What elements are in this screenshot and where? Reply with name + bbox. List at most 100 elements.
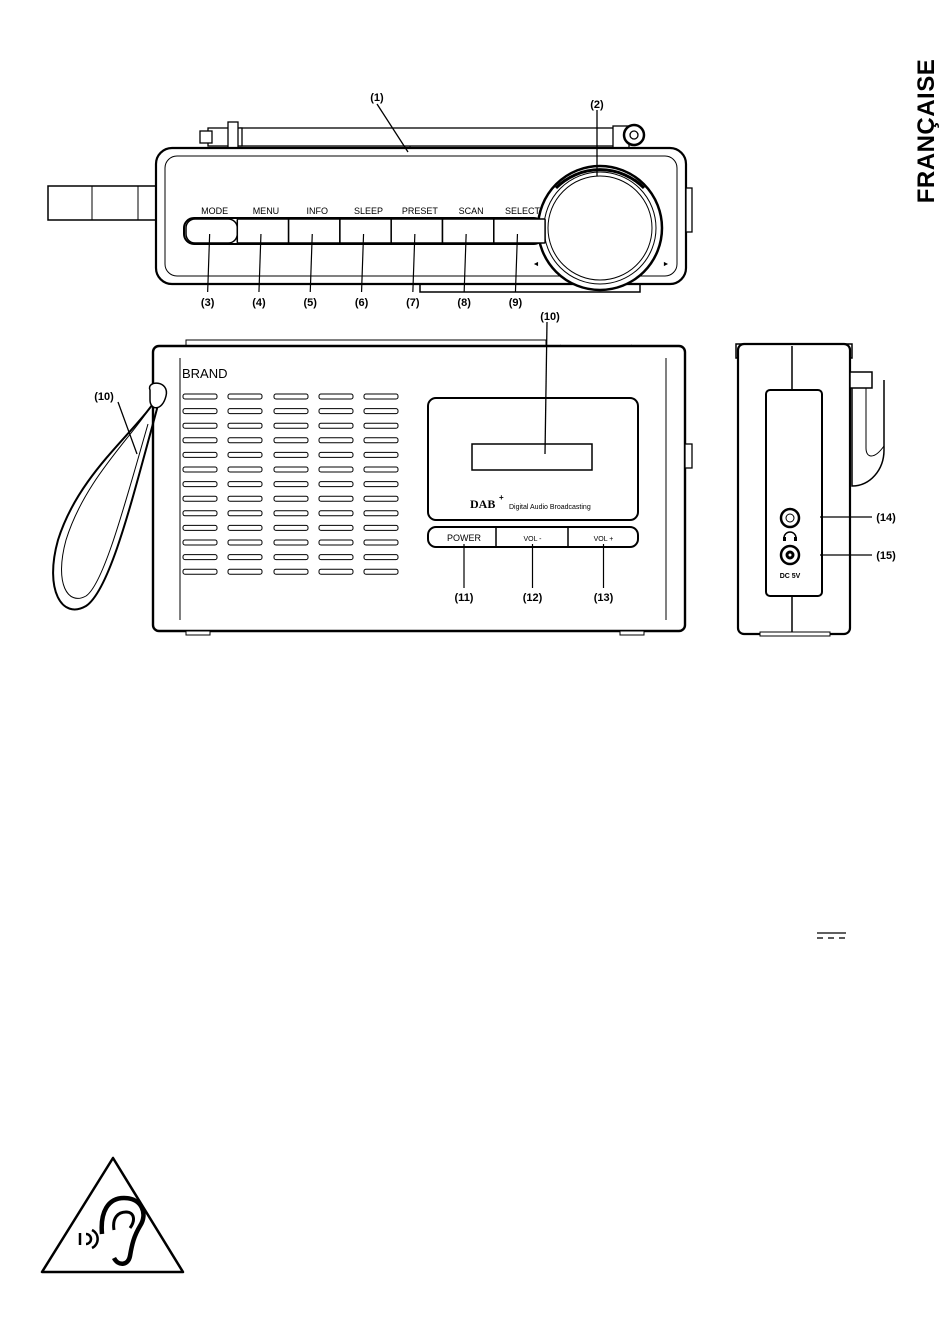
grille-slot [364, 438, 398, 443]
grille-slot [364, 467, 398, 472]
button-label-sleep: SLEEP [354, 206, 383, 216]
callout-knob: (2) [590, 99, 604, 111]
grille-slot [228, 467, 262, 472]
grille-slot [364, 511, 398, 516]
dab-tagline: Digital Audio Broadcasting [509, 504, 591, 511]
button-label-mode: MODE [201, 206, 228, 216]
grille-slot [319, 511, 353, 516]
grille-slot [228, 482, 262, 487]
grille-slot [228, 496, 262, 501]
grille-slot [228, 540, 262, 545]
grille-slot [319, 482, 353, 487]
knob-right-arrow-icon: ► [663, 261, 670, 268]
grille-slot [183, 555, 217, 560]
grille-slot [228, 525, 262, 530]
callout-headphone: (14) [876, 512, 896, 524]
grille-slot [183, 511, 217, 516]
button-mode[interactable] [186, 219, 237, 243]
callout-display: (10) [540, 311, 560, 323]
grille-slot [364, 496, 398, 501]
button-label-scan: SCAN [459, 206, 484, 216]
callout-menu: (4) [252, 297, 266, 309]
grille-slot [274, 511, 308, 516]
grille-slot [183, 467, 217, 472]
grille-slot [228, 423, 262, 428]
grille-slot [319, 496, 353, 501]
grille-slot [183, 394, 217, 399]
button-select[interactable] [494, 219, 545, 243]
dab-logo-icon: DAB [470, 497, 495, 511]
callout-antenna: (1) [370, 92, 384, 104]
button-vol[interactable]: VOL + [594, 536, 614, 543]
grille-slot [274, 409, 308, 414]
callout-preset: (7) [406, 297, 420, 309]
button-info[interactable] [289, 219, 340, 243]
grille-slot [228, 511, 262, 516]
grille-slot [364, 423, 398, 428]
callout-vol: (13) [594, 592, 614, 604]
grille-slot [319, 525, 353, 530]
button-label-preset: PRESET [402, 206, 439, 216]
callout-select: (9) [509, 297, 523, 309]
grille-slot [183, 452, 217, 457]
grille-slot [274, 438, 308, 443]
grille-slot [319, 467, 353, 472]
grille-slot [183, 569, 217, 574]
grille-slot [364, 452, 398, 457]
grille-slot [364, 394, 398, 399]
side-jack-panel [766, 390, 822, 596]
dc-label: DC 5V [780, 573, 801, 580]
dab-plus: + [499, 493, 504, 502]
grille-slot [274, 525, 308, 530]
grille-slot [319, 540, 353, 545]
dc-symbol-icon [817, 933, 846, 938]
grille-slot [183, 438, 217, 443]
grille-slot [274, 423, 308, 428]
grille-slot [183, 423, 217, 428]
wrist-strap [53, 383, 166, 609]
grille-slot [319, 555, 353, 560]
grille-slot [274, 569, 308, 574]
button-menu[interactable] [237, 219, 288, 243]
grille-slot [319, 452, 353, 457]
grille-slot [228, 394, 262, 399]
button-preset[interactable] [391, 219, 442, 243]
callout-mode: (3) [201, 297, 215, 309]
grille-slot [319, 438, 353, 443]
grille-slot [274, 555, 308, 560]
grille-slot [183, 482, 217, 487]
grille-slot [228, 438, 262, 443]
grille-slot [228, 555, 262, 560]
grille-slot [228, 452, 262, 457]
callout-info: (5) [304, 297, 318, 309]
callout-strap: (10) [94, 391, 114, 403]
grille-slot [228, 569, 262, 574]
grille-slot [183, 540, 217, 545]
button-sleep[interactable] [340, 219, 391, 243]
side-view [736, 344, 884, 636]
grille-slot [364, 540, 398, 545]
grille-slot [183, 409, 217, 414]
grille-slot [274, 496, 308, 501]
grille-slot [319, 409, 353, 414]
button-scan[interactable] [443, 219, 494, 243]
brand-label: BRAND [182, 366, 228, 381]
button-power[interactable]: POWER [447, 533, 482, 543]
grille-slot [364, 409, 398, 414]
button-label-menu: MENU [253, 206, 280, 216]
lcd-screen [472, 444, 592, 470]
strap-handle-top [48, 186, 158, 220]
grille-slot [183, 496, 217, 501]
grille-slot [274, 394, 308, 399]
button-vol[interactable]: VOL - [523, 536, 542, 543]
callout-dc: (15) [876, 550, 896, 562]
knob-left-arrow-icon: ◄ [533, 261, 540, 268]
grille-slot [274, 467, 308, 472]
callout-power: (11) [455, 592, 474, 604]
grille-slot [319, 394, 353, 399]
grille-slot [364, 555, 398, 560]
grille-slot [319, 423, 353, 428]
front-view [53, 340, 692, 635]
grille-slot [274, 540, 308, 545]
